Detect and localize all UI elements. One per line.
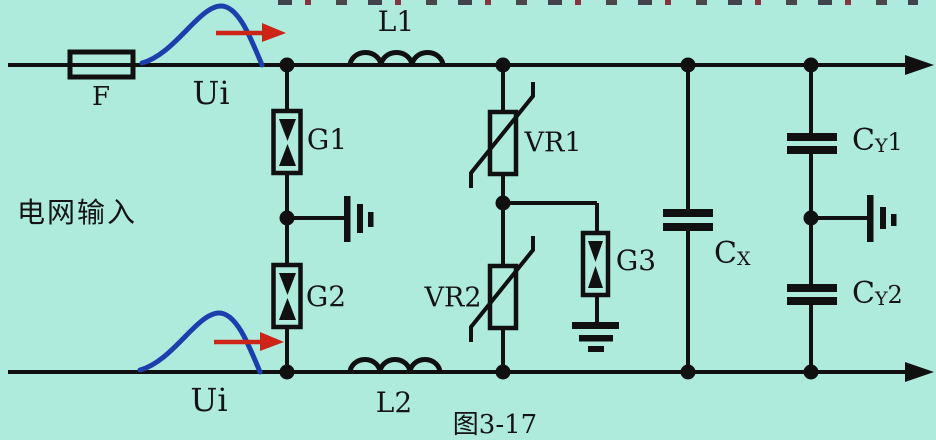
gas-discharge-tube-g3-symbol [580, 230, 611, 298]
varistor-vr1-symbol [469, 82, 535, 188]
surge-direction-arrow-top-icon [216, 23, 286, 42]
cx-branch [663, 65, 713, 372]
top-line-arrowhead-icon [905, 55, 934, 75]
bottom-power-line [8, 362, 934, 382]
ground-symbol-right-icon [811, 195, 897, 242]
surge-direction-arrow-bottom-icon [214, 332, 284, 351]
cap-cx-symbol [663, 209, 713, 217]
l1-label: L1 [377, 5, 415, 38]
junction-dots [279, 57, 819, 380]
cap-cy1-symbol [787, 133, 837, 141]
fuse-label: F [91, 82, 111, 112]
ui-top-label: Ui [192, 74, 230, 112]
gas-discharge-tube-g2-symbol [271, 262, 303, 330]
top-edge-crop-artifact [278, 0, 918, 5]
cx-label: CX [714, 236, 751, 271]
g3-branch-wires [503, 201, 599, 326]
cap-cy2-symbol [787, 284, 837, 292]
bottom-line-arrowhead-icon [905, 362, 934, 382]
g3-label: G3 [615, 244, 657, 277]
gas-discharge-tube-g1-symbol [271, 108, 303, 176]
ground-symbol-left-icon [287, 196, 374, 242]
surge-pulse-top-icon [139, 3, 265, 68]
vr2-label: VR2 [424, 282, 482, 314]
cy2-label: CY2 [852, 276, 903, 311]
varistor-vr2-symbol [469, 236, 535, 342]
ui-bottom-label: Ui [190, 381, 228, 419]
vr1-label: VR1 [524, 127, 582, 159]
grid-input-label: 电网输入 [17, 196, 138, 229]
earth-ground-symbol-icon [572, 322, 619, 352]
inductor-l2-symbol [347, 357, 443, 374]
inductor-l1-symbol [347, 50, 446, 67]
fuse-symbol [67, 49, 136, 80]
l2-label: L2 [375, 386, 413, 419]
top-power-line [8, 55, 934, 75]
g2-label: G2 [305, 280, 347, 313]
g1-label: G1 [306, 123, 348, 156]
cy1-label: CY1 [852, 123, 903, 158]
figure-caption: 图3-17 [452, 410, 538, 440]
